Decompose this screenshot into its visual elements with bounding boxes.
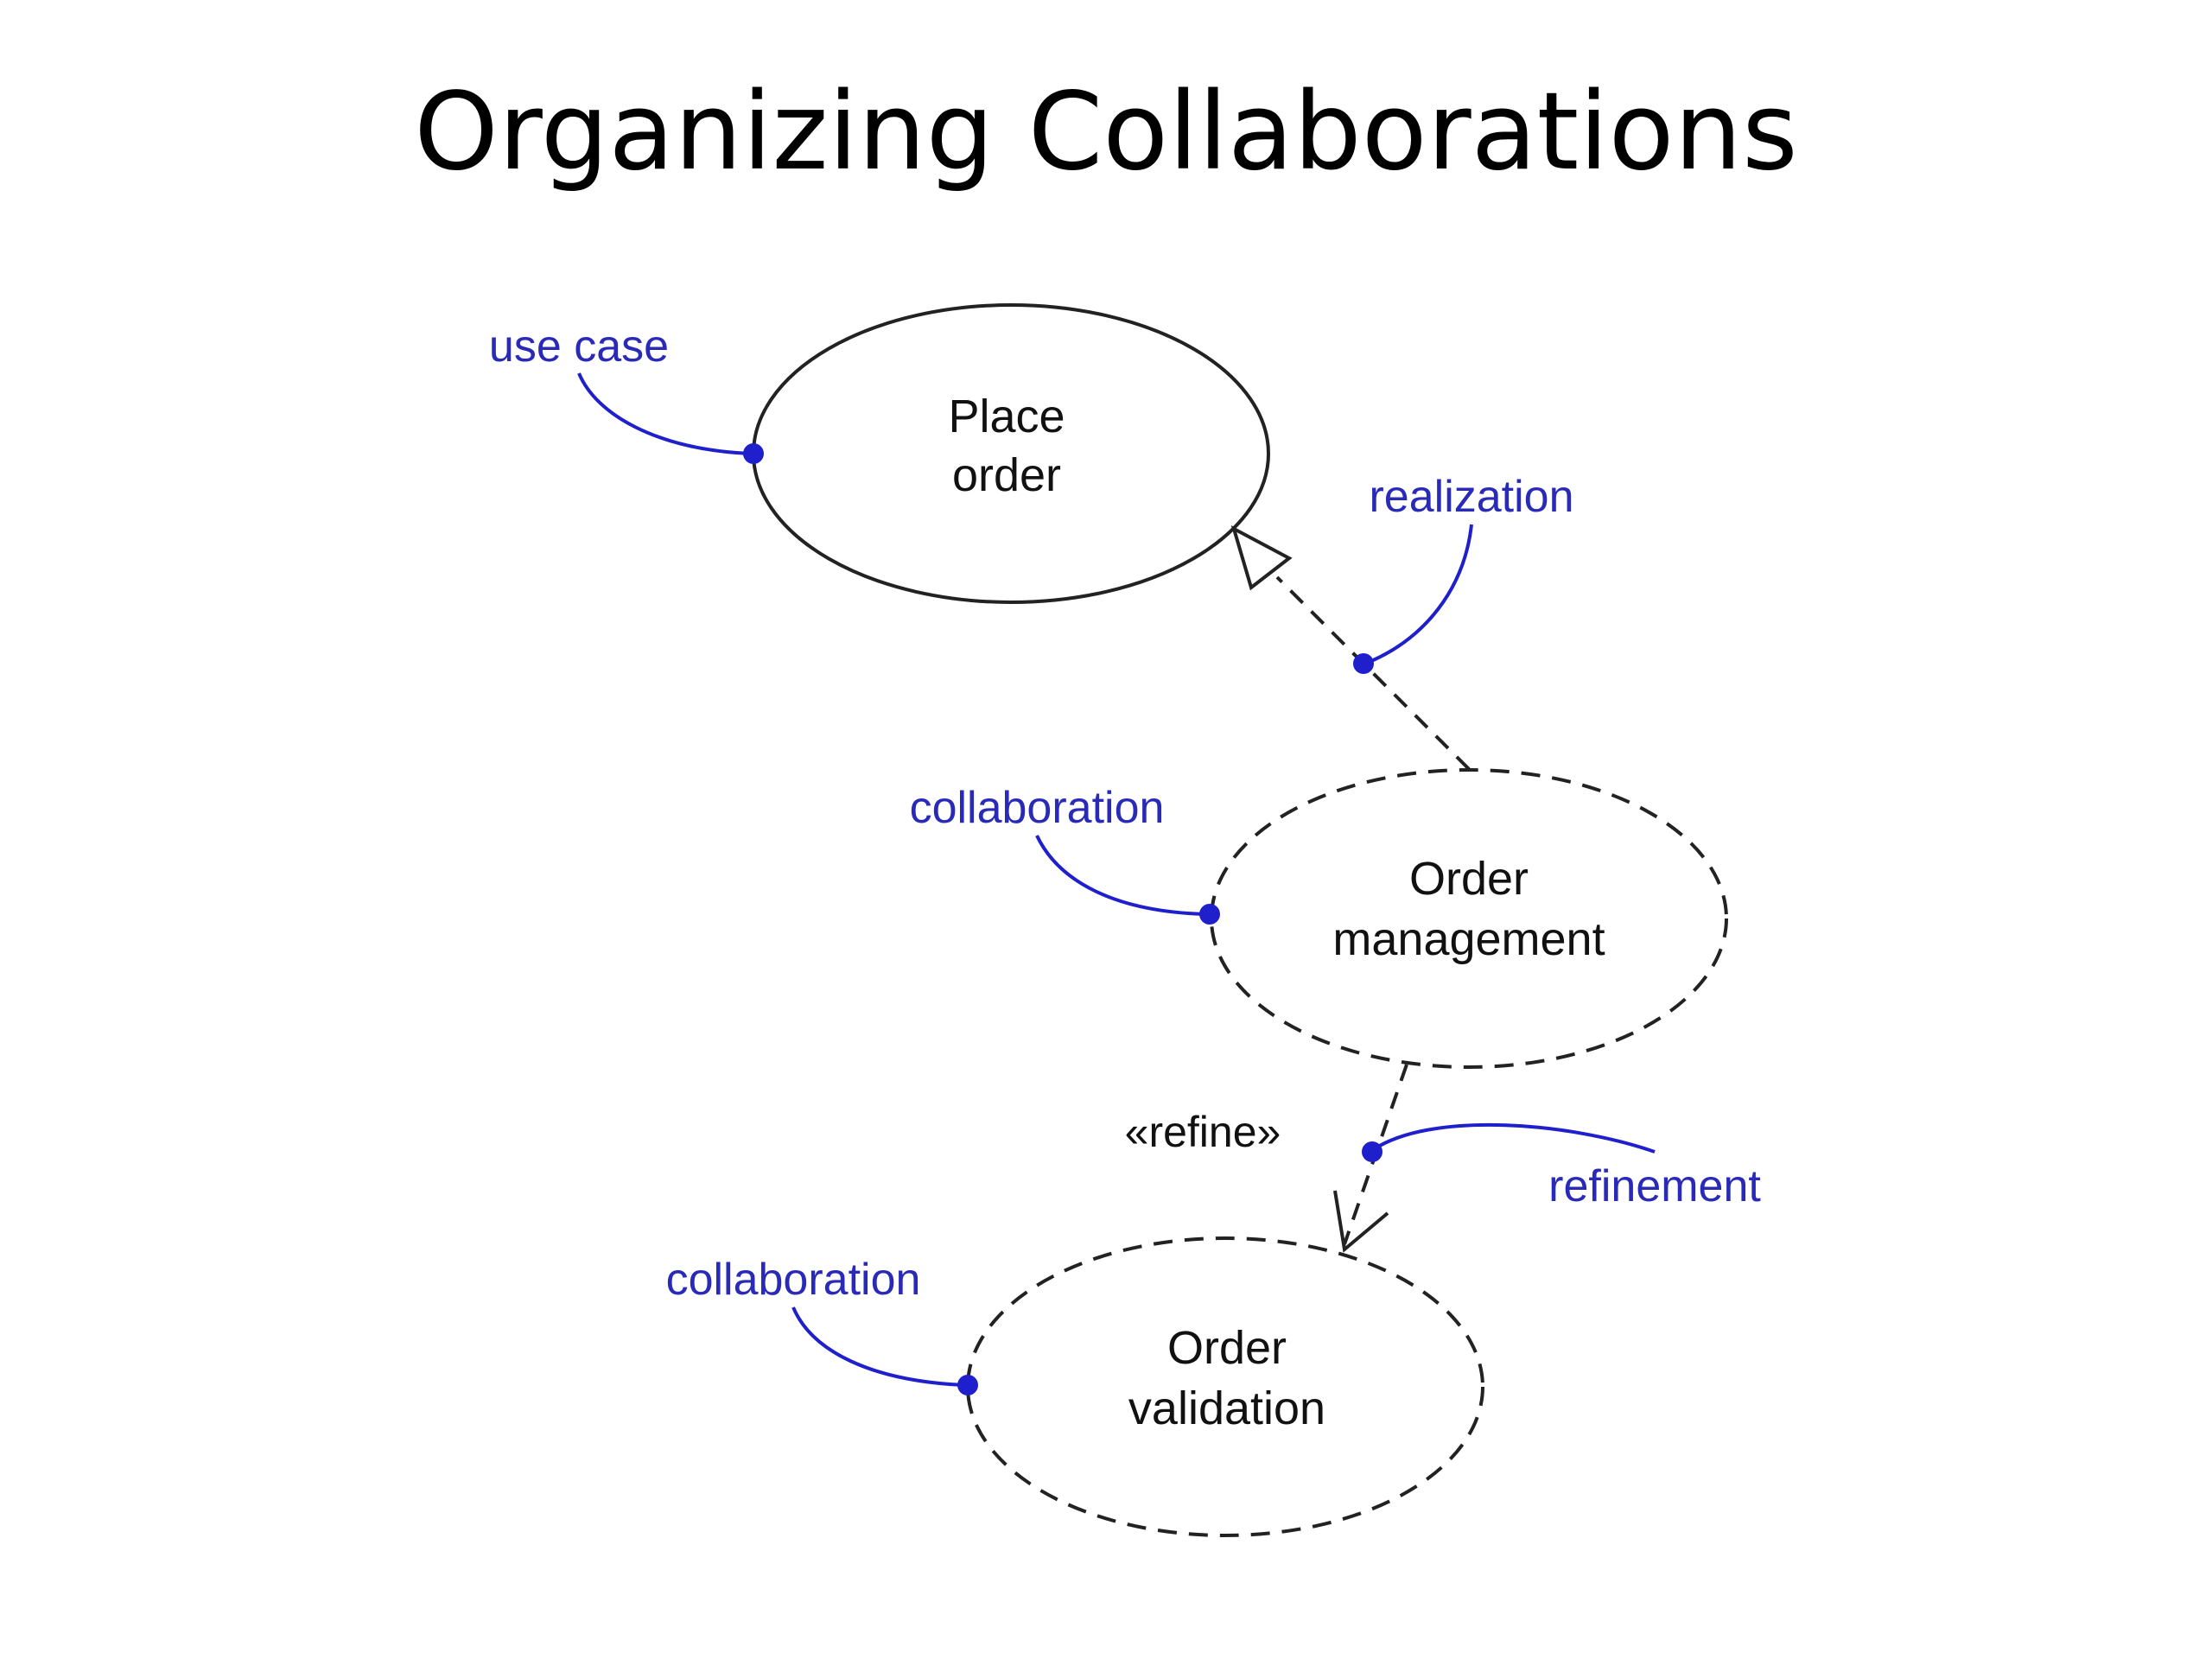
collaboration-label-line1: Order (1409, 853, 1529, 905)
note-connector (577, 372, 751, 455)
note-label-collaboration: collaboration (910, 783, 1165, 833)
note-anchor-dot (1362, 1141, 1382, 1162)
collaboration-label-line2: management (1332, 913, 1605, 965)
use-case-place-order: Place order (752, 303, 1270, 604)
use-case-label-line1: Place (948, 391, 1065, 442)
note-label-realization: realization (1369, 472, 1573, 522)
note-label-collaboration: collaboration (666, 1255, 921, 1305)
note-refinement: refinement (1362, 1122, 1761, 1211)
collaboration-label-line1: Order (1167, 1322, 1287, 1374)
note-collaboration-1: collaboration (910, 783, 1220, 925)
realization-relationship (1230, 525, 1471, 771)
realization-line (1275, 575, 1471, 771)
collaboration-ellipse (1210, 768, 1728, 1069)
collaboration-order-management: Order management (1210, 768, 1728, 1069)
note-realization: realization (1353, 472, 1574, 674)
note-anchor-dot (743, 443, 764, 464)
note-anchor-dot (957, 1375, 978, 1395)
note-collaboration-2: collaboration (666, 1255, 978, 1395)
collaboration-order-validation: Order validation (966, 1236, 1484, 1537)
refine-arrowhead (1333, 1190, 1389, 1253)
realization-arrowhead (1230, 525, 1293, 591)
note-anchor-dot (1199, 904, 1220, 925)
note-label-refinement: refinement (1548, 1161, 1761, 1211)
note-connector (1364, 524, 1473, 665)
collaboration-label-line2: validation (1128, 1382, 1325, 1434)
use-case-label-line2: order (952, 449, 1061, 501)
note-use-case: use case (489, 321, 764, 464)
collaboration-ellipse (966, 1236, 1484, 1537)
note-connector (791, 1306, 964, 1387)
note-connector (1372, 1122, 1656, 1154)
refine-stereotype-label: «refine» (1125, 1108, 1281, 1156)
slide-title: Organizing Collaborations (414, 70, 1798, 194)
note-anchor-dot (1353, 653, 1374, 674)
note-connector (1035, 835, 1206, 916)
note-label-use-case: use case (489, 321, 669, 372)
